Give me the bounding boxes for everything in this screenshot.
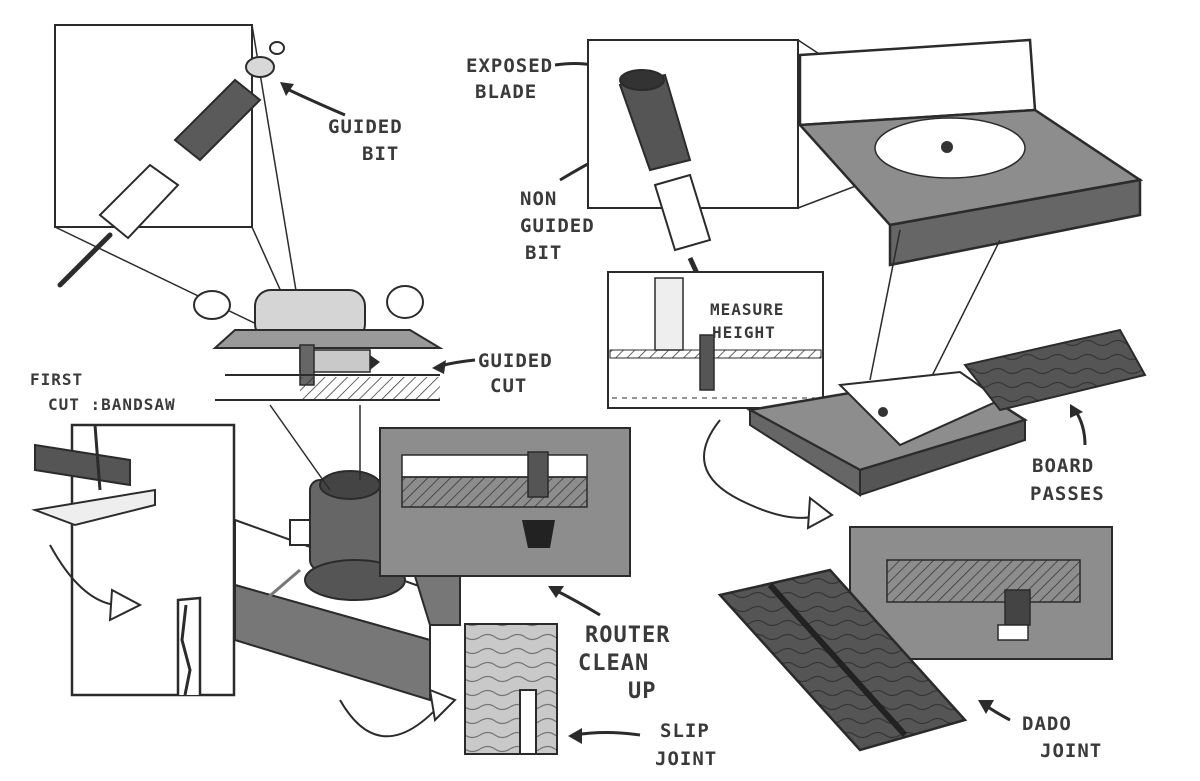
- bandsaw-icon: [31, 423, 236, 697]
- non-guided-bit-label-line3: BIT: [525, 242, 562, 264]
- guided-router-bit-icon: [57, 41, 285, 288]
- slip-joint-label-line1: SLIP: [660, 720, 710, 742]
- dado-joint-label-line2: JOINT: [1040, 740, 1102, 762]
- guided-cut-label-line1: GUIDED: [478, 350, 553, 372]
- first-cut-label-line1: FIRST: [30, 370, 83, 389]
- first-cut-label-line2: CUT :BANDSAW: [48, 395, 176, 414]
- board-passes-table: [746, 328, 1147, 497]
- guided-bit-label-line1: GUIDED: [328, 116, 403, 138]
- slip-joint-board: [464, 623, 558, 755]
- board-passes-label-line1: BOARD: [1032, 455, 1094, 477]
- blade-zoom-panel: [587, 39, 951, 209]
- slip-joint-label-line2: JOINT: [655, 748, 717, 770]
- router-clean-up-label-line2: CLEAN: [578, 651, 649, 676]
- dado-joint-board: [717, 568, 968, 752]
- measure-height-label-line1: MEASURE: [710, 300, 784, 319]
- router-clean-up-label-line1: ROUTER: [585, 623, 670, 648]
- guided-bit-label-line2: BIT: [362, 143, 399, 165]
- router-clean-up-panel: [379, 427, 631, 577]
- exposed-blade-label-line2: BLADE: [475, 81, 537, 103]
- non-guided-router-bit-icon: [618, 69, 712, 282]
- router-base: [193, 285, 444, 401]
- board-passes-label-line2: PASSES: [1030, 483, 1105, 505]
- dado-joint-panel: [849, 526, 1113, 660]
- measure-height-label-line2: HEIGHT: [712, 323, 776, 342]
- router-table-top: [797, 38, 1144, 381]
- guided-cut-label-line2: CUT: [490, 375, 527, 397]
- non-guided-bit-label-line2: GUIDED: [520, 215, 595, 237]
- rotate-arrow-icon: [49, 544, 143, 622]
- router-table-icon: [234, 470, 461, 702]
- measure-height-panel: [607, 271, 824, 409]
- non-guided-bit-label-line1: NON: [520, 188, 557, 210]
- dado-joint-label-line1: DADO: [1022, 713, 1072, 735]
- router-clean-up-label-line3: UP: [628, 679, 657, 704]
- exposed-blade-label-line1: EXPOSED: [466, 55, 553, 77]
